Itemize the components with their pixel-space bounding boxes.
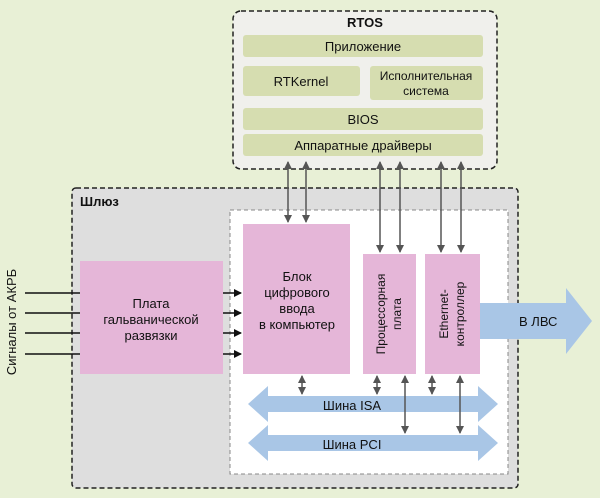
digital-label-2: цифрового [264, 285, 330, 300]
cpu-label-1: Процессорная [374, 274, 388, 355]
isolation-label-1: Плата [133, 296, 171, 311]
digital-input-block: Блок цифрового ввода в компьютер [243, 224, 350, 374]
bios-layer [243, 108, 483, 130]
ethernet-controller: Ethernet- контроллер [425, 254, 480, 374]
processor-board: Процессорная плата [363, 254, 416, 374]
eth-label-2: контроллер [453, 281, 467, 346]
lan-arrow: В ЛВС [470, 288, 592, 354]
signal-lines [25, 292, 80, 355]
gateway-title: Шлюз [80, 194, 119, 209]
bios-label: BIOS [347, 112, 378, 127]
bus-connectors [298, 375, 464, 434]
digital-label-4: в компьютер [259, 317, 335, 332]
isolation-label-2: гальванической [103, 312, 198, 327]
pci-bus-label: Шина PCI [323, 437, 382, 452]
isa-bus-label: Шина ISA [323, 398, 381, 413]
application-label: Приложение [325, 39, 401, 54]
lan-label: В ЛВС [519, 314, 557, 329]
cpu-label-2: плата [390, 298, 404, 330]
exec-system-label-1: Исполнительная [380, 69, 473, 83]
rtos-title: RTOS [347, 15, 383, 30]
rtkernel-label: RTKernel [274, 74, 329, 89]
eth-label-1: Ethernet- [437, 289, 451, 338]
drivers-label: Аппаратные драйверы [294, 138, 431, 153]
digital-label-3: ввода [279, 301, 315, 316]
exec-system-label-2: система [403, 84, 449, 98]
rtkernel-layer [243, 66, 360, 96]
isolation-board: Плата гальванической развязки [80, 261, 223, 374]
pci-bus: Шина PCI [248, 425, 498, 461]
isa-bus: Шина ISA [248, 386, 498, 422]
isolation-label-3: развязки [125, 328, 178, 343]
digital-label-1: Блок [282, 269, 311, 284]
isolation-to-digital-arrows [223, 289, 242, 358]
exec-system-layer [370, 66, 483, 100]
application-layer [243, 35, 483, 57]
rtos-box: RTOS Приложение RTKernel Исполнительная … [232, 10, 498, 170]
rtos-connectors [284, 161, 465, 253]
drivers-layer [243, 134, 483, 156]
signals-label: Сигналы от АКРБ [4, 269, 19, 375]
